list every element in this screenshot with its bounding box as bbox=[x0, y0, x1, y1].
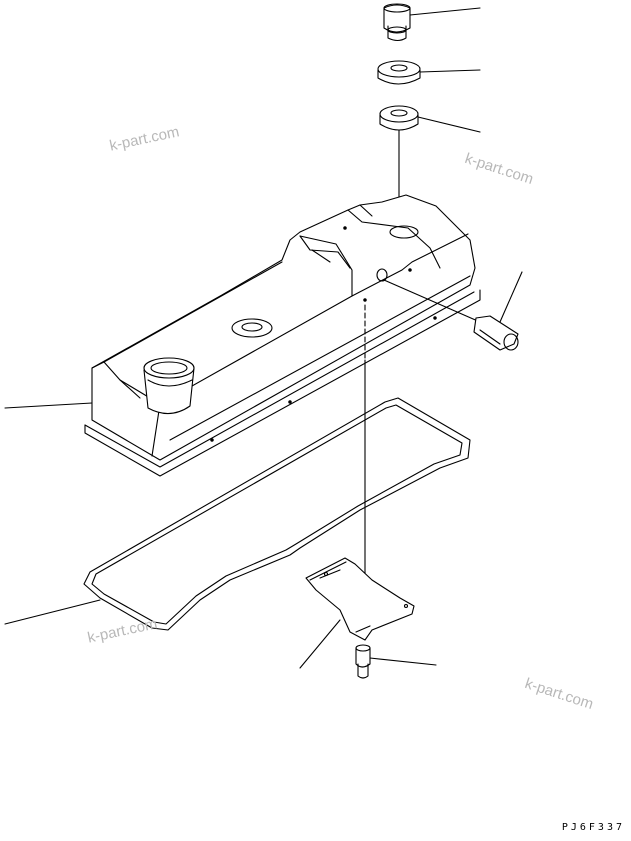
bracket bbox=[305, 557, 415, 641]
grommet bbox=[379, 105, 419, 226]
bracket-bolt bbox=[355, 644, 371, 679]
gasket bbox=[83, 397, 471, 631]
leader-lines bbox=[4, 7, 523, 669]
washer bbox=[377, 60, 421, 85]
bolt bbox=[383, 3, 411, 42]
breather-pipe bbox=[383, 279, 519, 351]
drawing-code: PJ6F337 bbox=[561, 822, 625, 833]
cylinder-head-cover bbox=[84, 194, 481, 631]
